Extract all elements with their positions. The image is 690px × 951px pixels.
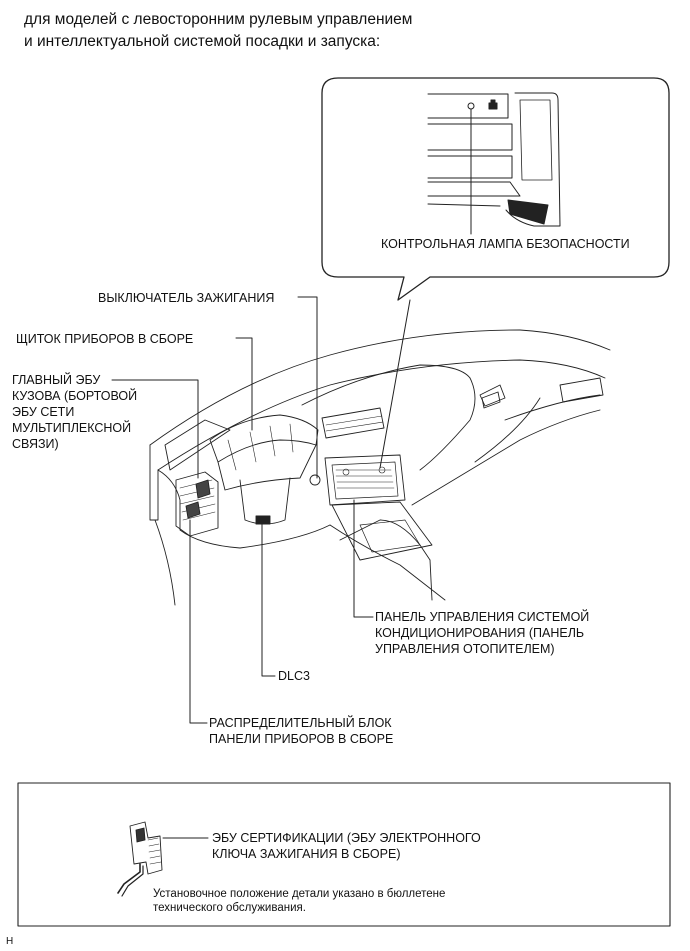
label-main-body-ecu-line: КУЗОВА (БОРТОВОЙ	[12, 389, 138, 403]
inset-callout	[321, 77, 670, 301]
corner-mark: H	[6, 936, 14, 947]
label-junction-block-line: РАСПРЕДЕЛИТЕЛЬНЫЙ БЛОК	[209, 716, 392, 730]
label-ac-panel-line: КОНДИЦИОНИРОВАНИЯ (ПАНЕЛЬ	[375, 626, 585, 640]
label-security-lamp: КОНТРОЛЬНАЯ ЛАМПА БЕЗОПАСНОСТИ	[381, 237, 630, 251]
service-note-line: Установочное положение детали указано в …	[153, 888, 446, 900]
dashboard	[149, 329, 611, 606]
label-main-body-ecu-line: ЭБУ СЕТИ	[12, 405, 75, 419]
label-ac-panel-line: ПАНЕЛЬ УПРАВЛЕНИЯ СИСТЕМОЙ	[375, 610, 590, 624]
label-ac-panel-line: УПРАВЛЕНИЯ ОТОПИТЕЛЕМ)	[375, 642, 555, 656]
bottom-box	[17, 782, 671, 927]
label-instrument-cluster: ЩИТОК ПРИБОРОВ В СБОРЕ	[16, 332, 194, 346]
page-heading: для моделей с левосторонним рулевым упра…	[24, 9, 624, 53]
service-note: Установочное положение детали указано в …	[153, 887, 445, 915]
label-ignition-switch: ВЫКЛЮЧАТЕЛЬ ЗАЖИГАНИЯ	[98, 291, 275, 305]
heading-line-2: и интеллектуальной системой посадки и за…	[24, 33, 381, 50]
heading-line-1: для моделей с левосторонним рулевым упра…	[24, 11, 413, 28]
certification-ecu-illustration	[117, 821, 163, 897]
label-main-body-ecu: ГЛАВНЫЙ ЭБУ КУЗОВА (БОРТОВОЙ ЭБУ СЕТИ МУ…	[12, 372, 137, 452]
label-ac-panel: ПАНЕЛЬ УПРАВЛЕНИЯ СИСТЕМОЙ КОНДИЦИОНИРОВ…	[375, 609, 589, 657]
leader-lines	[111, 296, 411, 839]
service-note-line: технического обслуживания.	[153, 902, 306, 914]
label-certification-ecu: ЭБУ СЕРТИФИКАЦИИ (ЭБУ ЭЛЕКТРОННОГО КЛЮЧА…	[212, 830, 481, 862]
label-main-body-ecu-line: СВЯЗИ)	[12, 437, 59, 451]
label-main-body-ecu-line: ГЛАВНЫЙ ЭБУ	[12, 373, 101, 387]
label-junction-block: РАСПРЕДЕЛИТЕЛЬНЫЙ БЛОК ПАНЕЛИ ПРИБОРОВ В…	[209, 715, 393, 747]
label-dlc3: DLC3	[278, 669, 310, 683]
label-certification-ecu-line: КЛЮЧА ЗАЖИГАНИЯ В СБОРЕ)	[212, 847, 401, 861]
label-main-body-ecu-line: МУЛЬТИПЛЕКСНОЙ	[12, 421, 132, 435]
label-junction-block-line: ПАНЕЛИ ПРИБОРОВ В СБОРЕ	[209, 732, 394, 746]
label-certification-ecu-line: ЭБУ СЕРТИФИКАЦИИ (ЭБУ ЭЛЕКТРОННОГО	[212, 831, 481, 845]
